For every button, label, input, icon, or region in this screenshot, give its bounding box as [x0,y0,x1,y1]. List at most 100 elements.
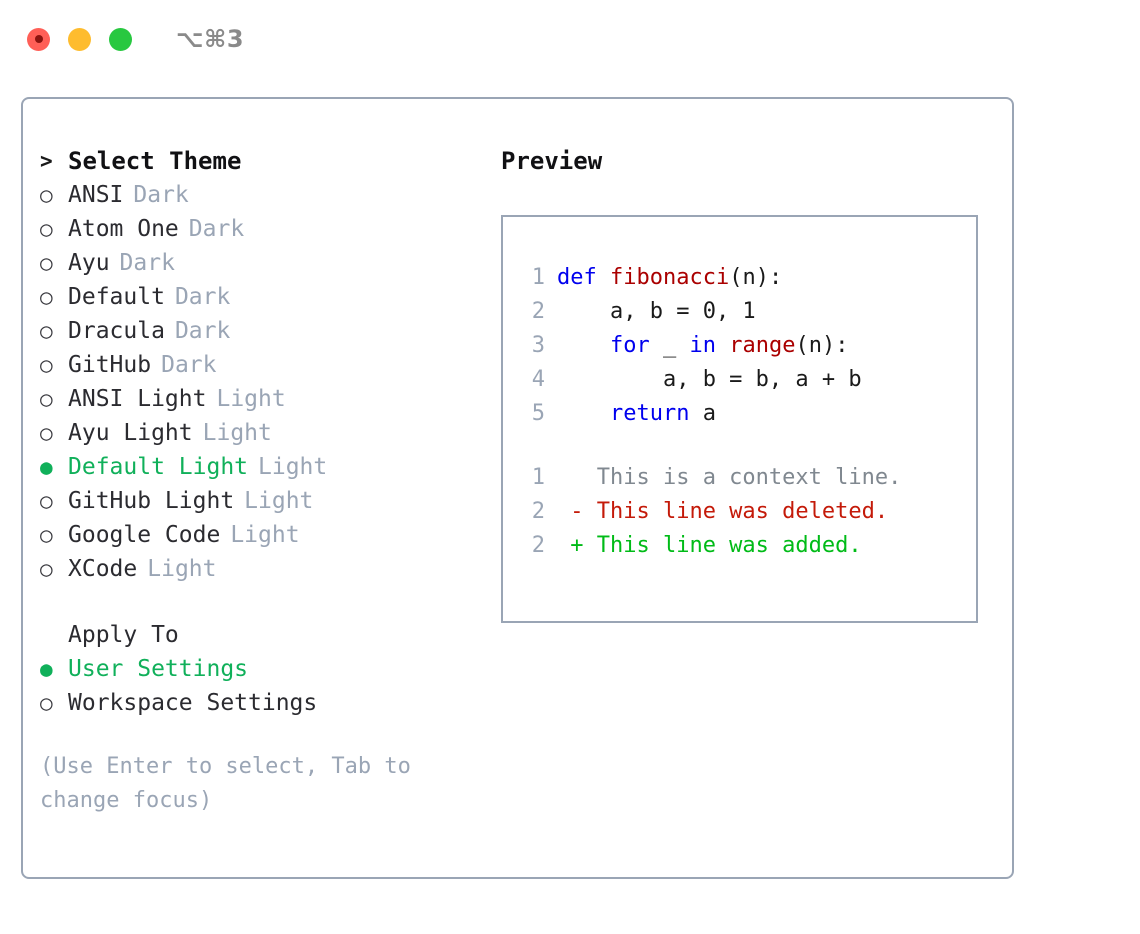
theme-name: Ayu [68,250,110,276]
theme-list-item[interactable]: ○ Google Code Light [40,518,500,552]
radio-unselected-icon: ○ [40,217,53,241]
radio-unselected-icon: ○ [40,489,53,513]
apply-to-heading-label: Apply To [68,622,179,648]
minimize-button[interactable] [68,27,91,51]
code-line-number: 2 [531,299,545,324]
theme-variant-tag: Light [244,488,314,514]
radio-unselected-icon: ○ [40,557,53,581]
radio-selected-icon: ● [40,455,53,479]
theme-list-item[interactable]: ○ Dracula Dark [40,314,500,348]
theme-name: Default Light [68,454,249,480]
radio-unselected-icon: ○ [40,387,53,411]
diff-line-text: - This line was deleted. [557,499,889,524]
radio-unselected-icon: ○ [40,251,53,275]
code-line-number: 4 [531,367,545,392]
code-line-number: 5 [531,401,545,426]
preview-title: Preview [501,147,603,175]
apply-to-options: ●User Settings○Workspace Settings [40,652,500,720]
theme-variant-tag: Dark [174,318,231,344]
theme-name: GitHub Light [68,488,235,514]
close-button[interactable] [27,27,50,51]
apply-to-option[interactable]: ○Workspace Settings [40,686,500,720]
diff-line-text: This is a context line. [557,465,902,490]
radio-unselected-icon: ○ [40,319,53,343]
code-token [557,401,610,426]
theme-variant-tag: Light [258,454,328,480]
theme-name: Default [68,284,165,310]
title-bar: ⌥⌘3 [0,0,1140,78]
diff-line-number: 2 [531,533,545,558]
apply-to-option[interactable]: ●User Settings [40,652,500,686]
theme-list-item[interactable]: ○ Default Dark [40,280,500,314]
diff-line: 2 - This line was deleted. [513,495,970,529]
code-line-number: 3 [531,333,545,358]
theme-variant-tag: Dark [174,284,231,310]
code-token: in [689,333,716,358]
code-token [716,333,729,358]
keyboard-hint: (Use Enter to select, Tab to change focu… [40,754,411,813]
theme-list-item[interactable]: ○ GitHub Light Light [40,484,500,518]
radio-unselected-icon: ○ [40,183,53,207]
theme-variant-tag: Dark [188,216,245,242]
code-line-text: a, b = 0, 1 [557,295,756,329]
code-line-text: return a [557,397,716,431]
code-token: a [689,401,716,426]
caret-icon: > [40,149,53,173]
theme-name: Atom One [68,216,179,242]
theme-variant-tag: Light [230,522,300,548]
diff-line: 1 This is a context line. [513,461,970,495]
radio-unselected-icon: ○ [40,421,53,445]
code-line-text: a, b = b, a + b [557,363,862,397]
diff-line-text: + This line was added. [557,533,862,558]
code-line-number: 1 [531,265,545,290]
radio-unselected-icon: ○ [40,285,53,309]
theme-name: Google Code [68,522,221,548]
theme-variant-tag: Light [202,420,272,446]
theme-list-item[interactable]: ○ Ayu Light Light [40,416,500,450]
theme-name: Dracula [68,318,165,344]
select-theme-heading-label: Select Theme [68,147,242,175]
radio-unselected-icon: ○ [40,523,53,547]
code-line: 3 for _ in range(n): [513,329,970,363]
code-spacer [513,431,970,461]
apply-to-heading: Apply To [40,618,500,652]
code-token [557,333,610,358]
code-token: return [609,401,690,426]
keyboard-shortcut-label: ⌥⌘3 [176,25,245,53]
code-token: a, b = 0, 1 [557,299,756,324]
theme-list-item[interactable]: ○ Atom One Dark [40,212,500,246]
code-line: 1 def fibonacci(n): [513,261,970,295]
code-line: 2 a, b = 0, 1 [513,295,970,329]
theme-variant-tag: Light [147,556,217,582]
theme-list-item[interactable]: ● Default Light Light [40,450,500,484]
code-token: (n): [729,265,783,290]
code-token: (n): [795,333,849,358]
code-token: fibonacci [609,265,730,290]
code-line: 5 return a [513,397,970,431]
code-line: 4 a, b = b, a + b [513,363,970,397]
theme-name: Ayu Light [68,420,193,446]
apply-to-option-label: Workspace Settings [68,690,318,716]
maximize-button[interactable] [109,27,132,51]
apply-to-option-label: User Settings [68,656,249,682]
code-line-text: def fibonacci(n): [557,261,782,295]
code-token: a, b = b, a + b [557,367,862,392]
code-line-text: for _ in range(n): [557,329,848,363]
diff-line-number: 1 [531,465,545,490]
radio-unselected-icon: ○ [40,353,53,377]
select-theme-heading: > Select Theme [40,144,500,178]
code-token: def [557,265,610,290]
